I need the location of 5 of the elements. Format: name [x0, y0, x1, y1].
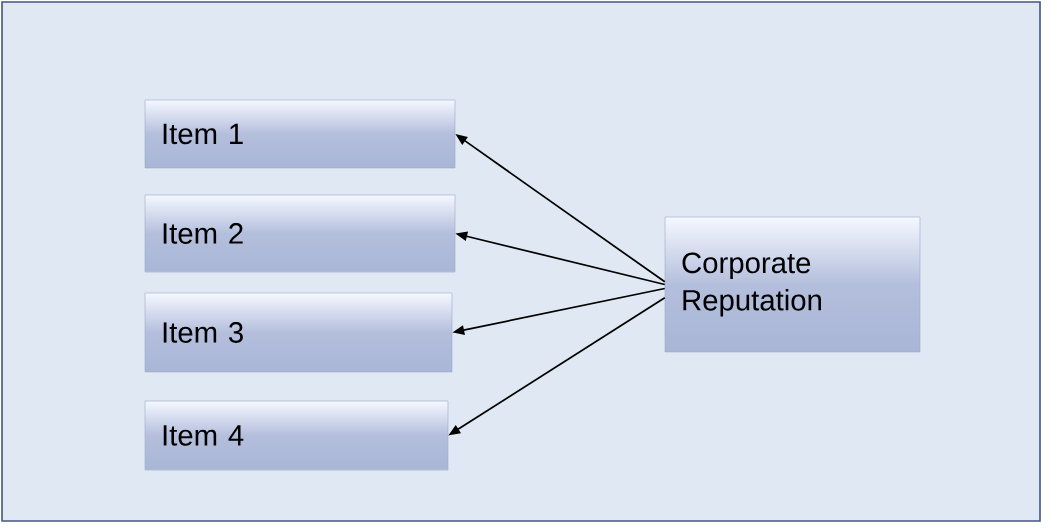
item-box: Item 2 — [144, 194, 456, 273]
item-box: Item 4 — [144, 400, 449, 471]
item-box: Corporate Reputation — [664, 216, 921, 353]
item-box: Item 3 — [144, 292, 453, 373]
item-box: Item 1 — [144, 99, 456, 169]
